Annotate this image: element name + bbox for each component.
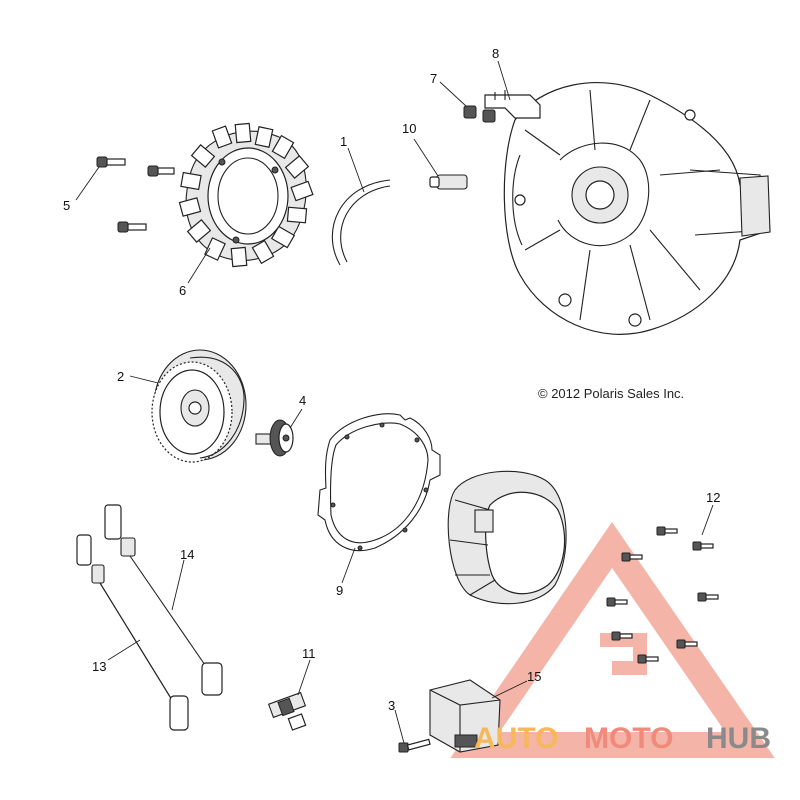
bolt-part-3 xyxy=(398,738,431,753)
callout-5: 5 xyxy=(63,198,70,213)
callout-1: 1 xyxy=(340,134,347,149)
copyright-text: © 2012 Polaris Sales Inc. xyxy=(538,386,684,401)
callout-7: 7 xyxy=(430,71,437,86)
bracket-part-8 xyxy=(484,90,541,119)
regulator-part-15 xyxy=(429,679,501,753)
callout-4: 4 xyxy=(299,393,306,408)
callout-2: 2 xyxy=(117,369,124,384)
callout-8: 8 xyxy=(492,46,499,61)
nut-part-7 xyxy=(463,105,496,123)
leader-lines xyxy=(75,60,714,744)
gasket-part-9 xyxy=(317,413,441,552)
stator-cover xyxy=(447,470,567,605)
watermark-text: AUTO MOTO HUB xyxy=(474,722,771,755)
bolt-part-5 xyxy=(96,156,175,233)
svg-text:MOTO: MOTO xyxy=(584,722,673,755)
flywheel-part-2 xyxy=(151,349,247,463)
fitting-part-10 xyxy=(429,174,468,190)
callout-13: 13 xyxy=(92,659,106,674)
hose-part-1 xyxy=(331,179,391,266)
spark-plug-part-11 xyxy=(267,691,307,731)
callout-12: 12 xyxy=(706,490,720,505)
plug-wire-part-13 xyxy=(76,534,189,731)
gear-part-4 xyxy=(255,419,294,457)
svg-text:AUTO: AUTO xyxy=(474,722,558,755)
callout-10: 10 xyxy=(402,121,416,136)
callout-9: 9 xyxy=(336,583,343,598)
svg-text:HUB: HUB xyxy=(706,722,771,755)
callout-11: 11 xyxy=(302,646,316,661)
callout-15: 15 xyxy=(527,669,541,684)
bolt-part-12 xyxy=(606,526,719,664)
callout-3: 3 xyxy=(388,698,395,713)
engine-housing xyxy=(503,82,771,335)
callout-14: 14 xyxy=(180,547,194,562)
plug-wire-part-14 xyxy=(104,504,223,696)
callout-6: 6 xyxy=(179,283,186,298)
stator-part-6 xyxy=(178,122,314,268)
